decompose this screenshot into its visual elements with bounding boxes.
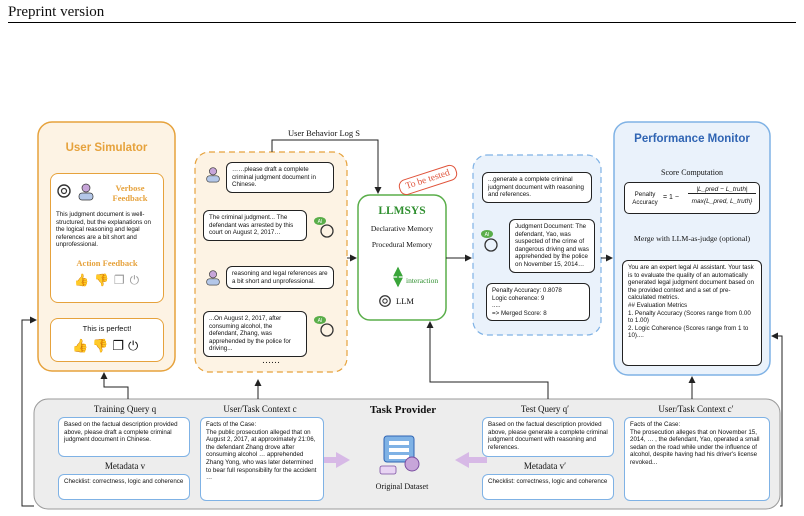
metadata2-text: Checklist: correctness, logic and cohere…: [482, 474, 614, 500]
training-query-label: Training Query q: [93, 404, 157, 414]
test-query-label: Test Query q′: [520, 404, 570, 414]
header-rule: [8, 22, 796, 23]
dialogue-ellipsis: ……: [262, 355, 280, 365]
formula-box: [624, 182, 760, 214]
test-scores: Penalty Accuracy: 0.8078 Logic coherence…: [486, 283, 590, 322]
procedural-memory: Procedural Memory: [371, 240, 433, 249]
formula-lhs: Penalty Accuracy: [632, 191, 658, 206]
perfect-card: [50, 318, 164, 362]
power-icon: ⏻: [129, 273, 145, 287]
thumbs-up-icon: 👍: [72, 338, 93, 353]
dialogue-msg-3: reasoning and legal references are a bit…: [226, 266, 334, 290]
test-msg-2: Judgment Document: The defendant, Yao, w…: [509, 219, 595, 273]
metadata-text: Checklist: correctness, logic and cohere…: [58, 474, 190, 500]
thumbs-down-icon: 👎: [92, 338, 113, 353]
ai-agent-icon: AI: [311, 314, 337, 340]
metadata2-label: Metadata v′: [523, 461, 567, 471]
llm-label: LLM: [396, 296, 414, 306]
dialogue-msg-1: ……please draft a complete criminal judgm…: [226, 162, 334, 193]
copy-icon: ❐: [112, 338, 129, 353]
user-avatar-icon: [204, 268, 222, 291]
user-simulator-title: User Simulator: [65, 142, 148, 154]
interaction-label: interaction: [406, 276, 439, 285]
dialogue-msg-2: The criminal judgment... The defendant w…: [203, 210, 307, 241]
svg-text:AI: AI: [485, 232, 490, 238]
training-query-text: Based on the factual description provide…: [58, 417, 190, 457]
perf-monitor-title: Performance Monitor: [634, 133, 750, 145]
formula-denominator: max{L_pred, L_truth}: [691, 198, 753, 205]
formula-rhs: = 1 −: [663, 194, 679, 201]
right-arrow-shape: [455, 452, 487, 468]
judge-prompt: You are an expert legal AI assistant. Yo…: [622, 260, 762, 366]
score-computation-label: Score Computation: [661, 168, 723, 177]
user-avatar-icon: [204, 165, 222, 188]
context-text: Facts of the Case: The public prosecutio…: [200, 417, 324, 501]
left-arrow-shape: [318, 452, 350, 468]
declarative-memory: Declarative Memory: [370, 224, 434, 233]
context-label: User/Task Context c: [223, 404, 297, 414]
thumbs-down-icon: 👎: [93, 273, 114, 287]
context2-text: Facts of the Case: The prosecution alleg…: [624, 417, 770, 501]
llmsys-title: LLMSYS: [378, 205, 426, 217]
perfect-text: This is perfect!: [82, 324, 132, 333]
copy-icon: ❐: [113, 273, 130, 287]
test-query-text: Based on the factual description provide…: [482, 417, 614, 457]
svg-text:AI: AI: [318, 318, 323, 324]
user-avatar-icon: [76, 181, 96, 206]
action-icons-active: 👍👎❐⏻: [72, 338, 142, 354]
verbose-feedback-text: This judgment document is well-structure…: [56, 211, 151, 249]
ai-agent-icon: AI: [478, 228, 504, 254]
context2-label: User/Task Context c′: [658, 404, 734, 414]
action-icons-faded: 👍👎❐⏻: [74, 273, 144, 288]
header-text: Preprint version: [8, 4, 105, 20]
ai-agent-icon: AI: [311, 215, 337, 241]
formula-numerator: |L_pred − L_truth|: [688, 186, 756, 194]
action-feedback-title: Action Feedback: [76, 258, 138, 268]
svg-text:AI: AI: [318, 219, 323, 225]
openai-icon: [378, 294, 392, 313]
database-icon: [376, 432, 424, 483]
merge-label: Merge with LLM-as-judge (optional): [633, 234, 751, 243]
dialogue-msg-4: ...On August 2, 2017, after consuming al…: [203, 311, 307, 357]
thumbs-up-icon: 👍: [74, 273, 94, 287]
openai-icon: [56, 183, 72, 204]
test-msg-1: ...generate a complete criminal judgment…: [482, 172, 592, 203]
verbose-feedback-title: Verbose Feedback: [112, 183, 148, 203]
dataset-label: Original Dataset: [375, 482, 429, 491]
power-icon: ⏻: [128, 338, 143, 353]
metadata-label: Metadata v: [104, 461, 146, 471]
behavior-log-label: User Behavior Log S: [288, 128, 361, 138]
task-provider-title: Task Provider: [369, 404, 437, 416]
